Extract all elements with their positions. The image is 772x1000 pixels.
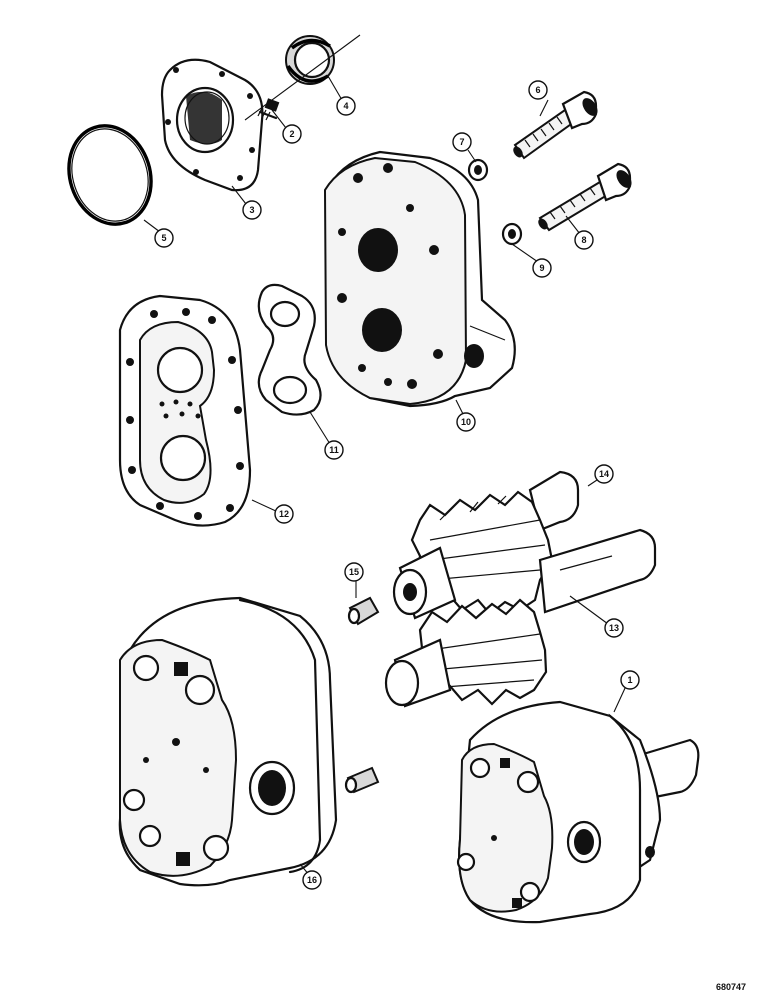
callout-4: 4 [336,96,356,116]
callout-5: 5 [154,228,174,248]
flange-plate-part-3 [160,58,264,192]
gasket-part-11 [257,283,322,416]
leader-lines [143,75,627,877]
svg-text:2: 2 [289,129,294,139]
callout-6: 6 [528,80,548,100]
driven-gear-part-14 [392,470,580,620]
washer-part-7 [467,158,489,182]
end-cover-part-10 [323,150,516,408]
drive-gear-part-13 [384,528,657,708]
dowel-pin-loose [344,766,380,794]
svg-text:3: 3 [249,205,254,215]
callout-7: 7 [452,132,472,152]
svg-text:10: 10 [461,417,471,427]
callout-14: 14 [594,464,614,484]
pump-body-part-16 [118,596,338,887]
callout-3: 3 [242,200,262,220]
gasket-part-12 [118,294,252,527]
callout-11: 11 [324,440,344,460]
svg-text:12: 12 [279,509,289,519]
dowel-pin-part-15 [347,596,380,626]
svg-text:8: 8 [581,235,586,245]
svg-text:6: 6 [535,85,540,95]
callout-8: 8 [574,230,594,250]
svg-text:5: 5 [161,233,166,243]
seal-part-4 [285,35,335,85]
callout-1: 1 [620,670,640,690]
callout-12: 12 [274,504,294,524]
assembled-pump-part-1 [456,700,700,924]
cap-screw-part-6 [513,90,598,160]
svg-text:16: 16 [307,875,317,885]
reference-number: 680747 [716,982,746,992]
o-ring-part-5 [67,124,153,226]
callout-9: 9 [532,258,552,278]
washer-part-9 [501,222,523,246]
svg-text:1: 1 [627,675,632,685]
callout-16: 16 [302,870,322,890]
callout-10: 10 [456,412,476,432]
shaft-axis-line [244,34,361,121]
cap-screw-part-8 [538,162,632,232]
svg-text:7: 7 [459,137,464,147]
callout-13: 13 [604,618,624,638]
svg-text:11: 11 [329,445,339,455]
screw-part-2 [257,98,280,121]
svg-text:14: 14 [599,469,609,479]
callout-2: 2 [282,124,302,144]
svg-text:4: 4 [343,101,348,111]
svg-text:13: 13 [609,623,619,633]
callout-15: 15 [344,562,364,582]
svg-text:9: 9 [539,263,544,273]
svg-text:15: 15 [349,567,359,577]
